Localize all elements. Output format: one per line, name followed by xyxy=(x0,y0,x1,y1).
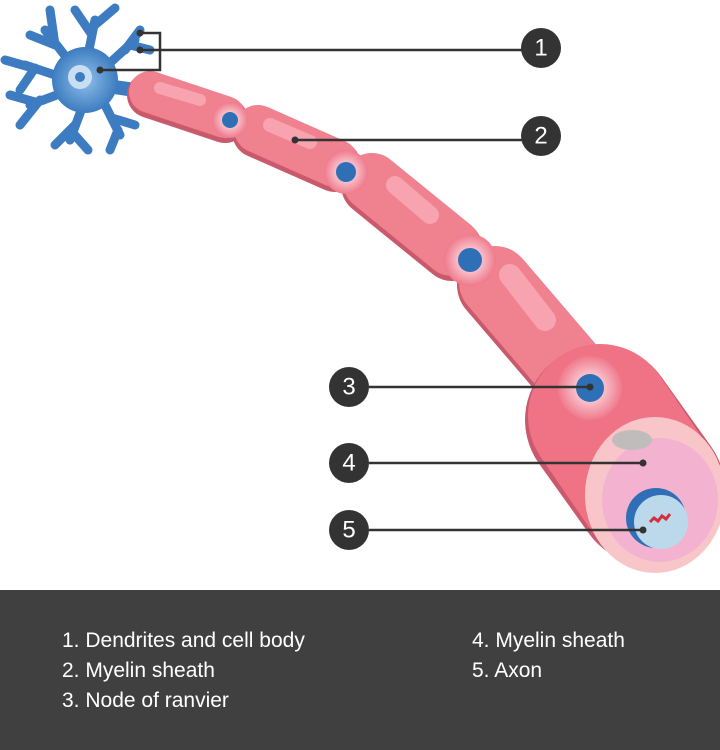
callout-5: 5 xyxy=(329,510,369,550)
legend-item: 3. Node of ranvier xyxy=(62,689,229,712)
neuron-diagram: 1 2 3 4 5 xyxy=(0,3,720,573)
callout-number: 2 xyxy=(534,123,547,150)
leader-dots xyxy=(96,29,647,534)
legend-panel: 1. Dendrites and cell body 2. Myelin she… xyxy=(0,590,720,750)
callout-4: 4 xyxy=(329,443,369,483)
callout-2: 2 xyxy=(521,116,561,156)
callout-1: 1 xyxy=(521,28,561,68)
legend-left-column: 1. Dendrites and cell body 2. Myelin she… xyxy=(62,626,305,716)
callout-number: 3 xyxy=(342,374,355,401)
myelin-segments xyxy=(127,71,720,565)
legend-item: 2. Myelin sheath xyxy=(62,659,215,682)
callout-3: 3 xyxy=(329,367,369,407)
callout-number: 5 xyxy=(342,517,355,544)
callout-number: 4 xyxy=(342,450,355,477)
cross-section xyxy=(585,417,720,573)
legend-item: 4. Myelin sheath xyxy=(472,629,625,652)
callout-number: 1 xyxy=(534,35,547,62)
legend-right-column: 4. Myelin sheath 5. Axon xyxy=(472,626,625,686)
legend-item: 1. Dendrites and cell body xyxy=(62,629,305,652)
nucleolus xyxy=(75,72,85,82)
legend-item: 5. Axon xyxy=(472,659,543,682)
leader-lines xyxy=(100,31,643,532)
